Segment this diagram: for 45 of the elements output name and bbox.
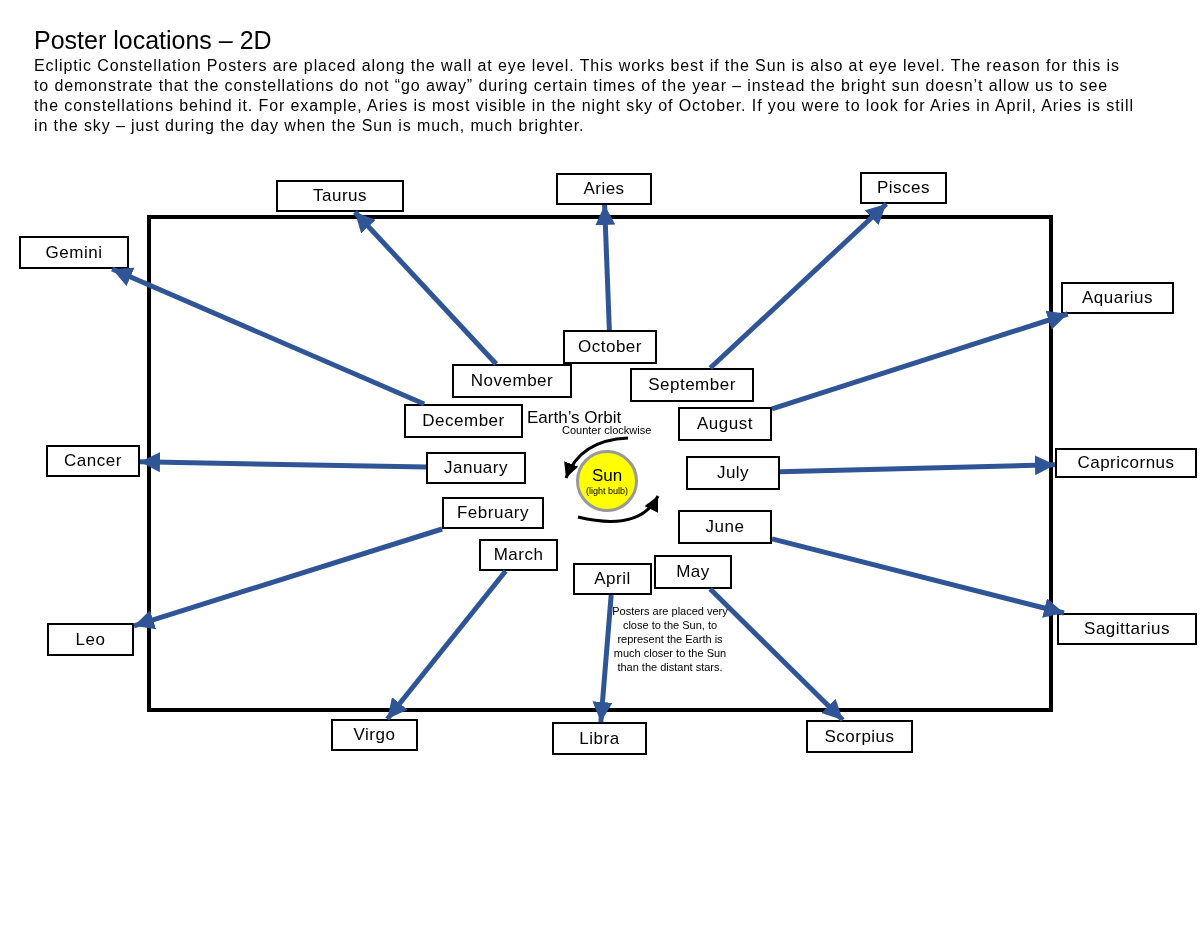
- constellation-poster-box: Taurus: [276, 180, 404, 212]
- arrow: [708, 587, 845, 722]
- constellation-poster-box: Libra: [552, 722, 647, 755]
- constellation-poster-box: Virgo: [331, 719, 418, 751]
- constellation-poster-box: Pisces: [860, 172, 947, 204]
- paragraph: Ecliptic Constellation Posters are placed along the wall at eye level. This works best if the Sun is also at eye level. The reason for this is to demonstrate that the constellations do not “go away” during certain times of the year – instead the bright sun doesn’t allow us to see the constellations behind it. For example, Aries is most visible in the night sky of October. If you were to look for Aries in April, Aries is still in the sky – just during the day when the Sun is much, much brighter.: [34, 56, 1134, 136]
- sun-circle: [576, 450, 638, 512]
- constellation-poster-box: Capricornus: [1055, 448, 1197, 478]
- month-box: June: [678, 510, 772, 544]
- note-text: Posters are placed very close to the Sun, to represent the Earth is much closer to the Sun than the distant stars.: [612, 604, 728, 674]
- month-box: February: [442, 497, 544, 529]
- constellation-poster-box: Aquarius: [1061, 282, 1174, 314]
- arrow: [133, 526, 443, 630]
- constellation-poster-box: Sagittarius: [1057, 613, 1197, 645]
- title: Poster locations – 2D: [34, 26, 272, 55]
- month-box: July: [686, 456, 780, 490]
- month-box: October: [563, 330, 657, 364]
- arrow: [771, 310, 1069, 412]
- sun-note: (light bulb): [586, 486, 628, 496]
- arrow: [771, 536, 1065, 618]
- constellation-poster-box: Scorpius: [806, 720, 913, 753]
- month-box: August: [678, 407, 772, 441]
- month-box: November: [452, 364, 572, 398]
- sun-label: Sun: [591, 466, 623, 486]
- month-box: April: [573, 563, 652, 595]
- month-box: September: [630, 368, 754, 402]
- month-box: March: [479, 539, 558, 571]
- constellation-poster-box: Aries: [556, 173, 652, 205]
- month-box: May: [654, 555, 732, 589]
- constellation-poster-box: Gemini: [19, 236, 129, 269]
- arrow: [595, 204, 616, 331]
- arrow: [592, 594, 614, 723]
- orbit-label: Earth’s Orbit: [527, 408, 622, 427]
- arrow: [111, 266, 426, 407]
- constellation-poster-box: Cancer: [46, 445, 140, 477]
- month-box: December: [404, 404, 523, 438]
- arrow: [708, 202, 889, 370]
- arrow: [139, 452, 427, 473]
- month-box: January: [426, 452, 526, 484]
- arrow: [353, 210, 499, 366]
- arrow: [779, 455, 1056, 476]
- wall-outline: [147, 215, 1053, 712]
- constellation-poster-box: Leo: [47, 623, 134, 656]
- direction-label: Counter clockwise: [562, 424, 652, 436]
- arrow: [385, 569, 508, 721]
